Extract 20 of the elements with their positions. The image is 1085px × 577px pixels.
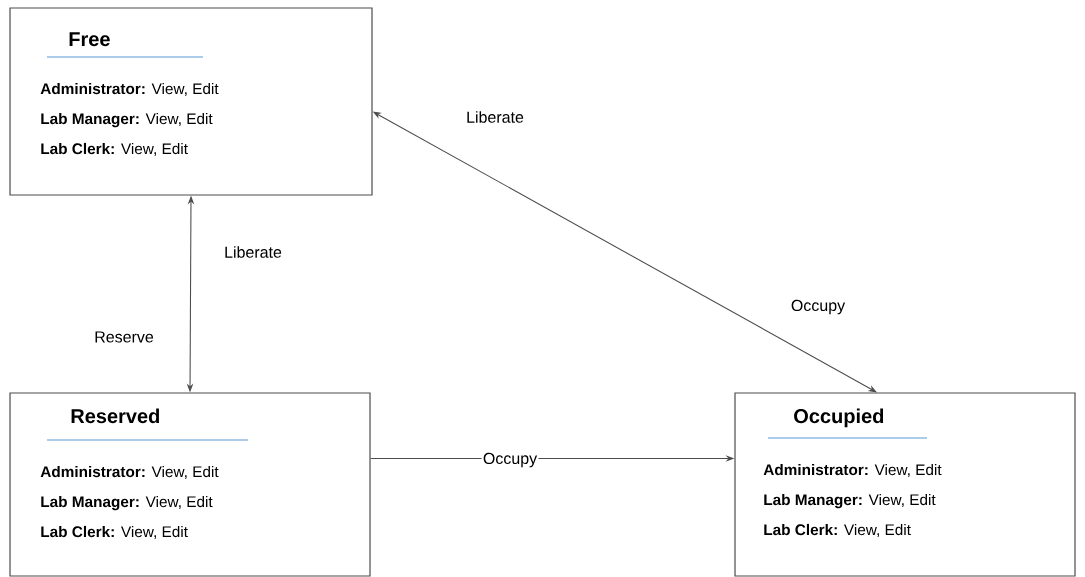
permission-text: Lab Manager: View, Edit [41,112,213,128]
permission-text: Administrator: View, Edit [40,82,219,96]
permission-text: Administrator: View, Edit [40,465,219,479]
state-box [734,392,1076,577]
edge-label: Liberate [464,109,526,125]
state-box [9,7,373,196]
edge-label: Liberate [222,244,284,260]
edge-label: Occupy [481,451,539,469]
permission-text: Lab Manager: View, Edit [764,493,936,509]
state-title: Reserved [71,408,159,424]
state-box [9,392,371,577]
transition-label: Occupy [789,298,847,316]
state-title: Occupied [794,408,884,428]
permission-text: Lab Manager: View, Edit [41,495,213,511]
permission-text: Lab Clerk: View, Edit [764,523,911,537]
permission-text: Lab Clerk: View, Edit [41,142,188,156]
permission-text: Lab Clerk: View, Edit [41,525,188,539]
permission-text: Administrator: View, Edit [763,463,942,477]
state-title: Free [69,32,110,47]
transition-label: Reserve [92,330,156,344]
